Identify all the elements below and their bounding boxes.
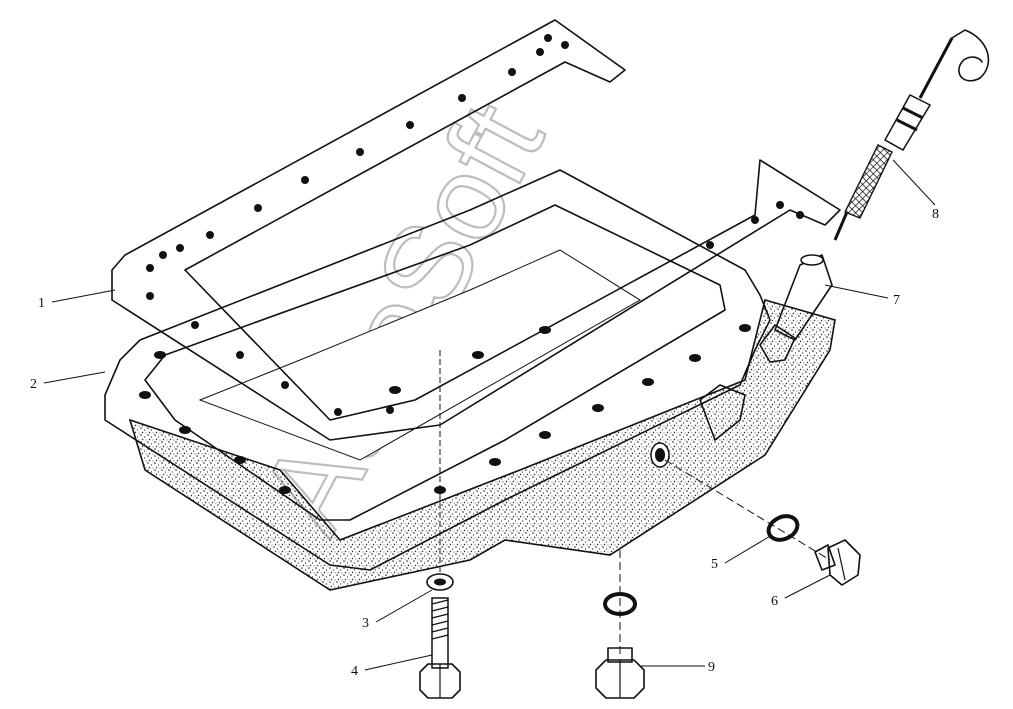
oil-pan-side-boss bbox=[699, 384, 746, 441]
callout-8: 8 bbox=[932, 207, 939, 222]
callout-5: 5 bbox=[711, 557, 718, 572]
drain-plug-head bbox=[595, 659, 645, 699]
callout-4: 4 bbox=[351, 664, 358, 679]
callout-3: 3 bbox=[362, 616, 369, 631]
gasket-outline bbox=[111, 19, 841, 441]
side-drain-hole-inner bbox=[655, 448, 665, 462]
bolt-thread bbox=[431, 599, 449, 640]
drain-plug bbox=[595, 647, 645, 699]
callout-6: 6 bbox=[771, 594, 778, 609]
callout-2: 2 bbox=[30, 377, 37, 392]
washer-bolt bbox=[426, 573, 454, 591]
oil-pan-inner-opening bbox=[144, 204, 726, 521]
bolt-head bbox=[419, 663, 461, 699]
oil-pan-body-sides bbox=[128, 299, 836, 591]
dipstick-guide-tube bbox=[759, 254, 833, 363]
oil-pan-flange bbox=[104, 169, 771, 571]
side-plug-head bbox=[827, 539, 861, 586]
dipstick-handle-loop bbox=[951, 29, 990, 82]
guide-tube-nut bbox=[759, 324, 796, 363]
drain-plug-thread bbox=[607, 647, 633, 663]
oil-pan bbox=[104, 169, 836, 591]
callout-7: 7 bbox=[893, 293, 900, 308]
dipstick-collar bbox=[883, 94, 932, 152]
oil-pan-inner-floor bbox=[198, 249, 641, 461]
callouts: 1 2 3 4 5 6 7 8 9 bbox=[30, 159, 939, 679]
sealing-ring-side bbox=[766, 514, 800, 542]
gasket-holes bbox=[146, 34, 804, 416]
callout-1: 1 bbox=[38, 296, 45, 311]
dipstick-rod-upper bbox=[918, 37, 954, 99]
guide-tube-top bbox=[800, 254, 824, 266]
side-plug-axis bbox=[664, 459, 831, 561]
dipstick-collar-band bbox=[896, 106, 924, 132]
bolt bbox=[419, 597, 461, 699]
dipstick-knurled-grip bbox=[844, 144, 893, 219]
callout-9: 9 bbox=[708, 660, 715, 675]
side-plug-thread bbox=[814, 544, 836, 571]
side-plug bbox=[814, 539, 861, 586]
dipstick bbox=[833, 29, 990, 241]
gasket bbox=[111, 19, 841, 441]
